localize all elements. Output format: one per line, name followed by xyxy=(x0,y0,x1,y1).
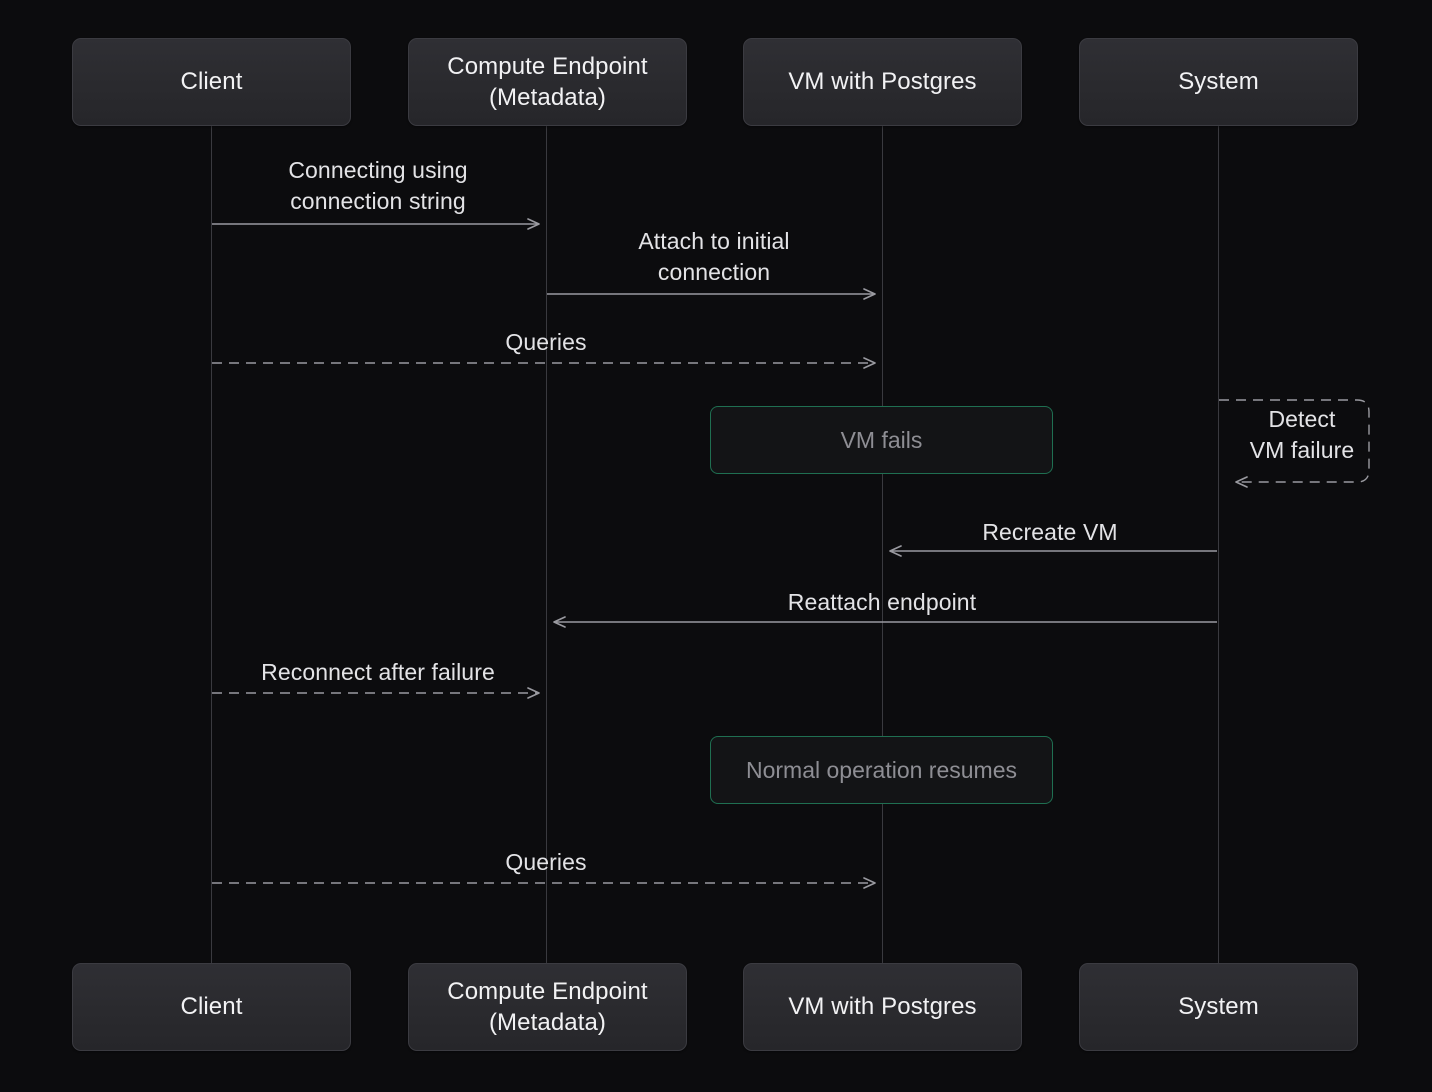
participant-box-system-bottom[interactable]: System xyxy=(1079,963,1358,1051)
note-label-vm-fails: VM fails xyxy=(840,426,923,453)
participant-label-system-top: System xyxy=(1178,68,1259,96)
participant-box-client-bottom[interactable]: Client xyxy=(72,963,351,1051)
participant-label-endpoint-top-line2: (Metadata) xyxy=(488,84,607,111)
lifeline-client xyxy=(211,126,212,968)
participant-label-client-top: Client xyxy=(180,68,243,96)
participant-label-endpoint-top-line1: Compute Endpoint xyxy=(447,52,648,80)
participant-box-client-top[interactable]: Client xyxy=(72,38,351,126)
message-label-detect-vm-failure: Detect VM failure xyxy=(1249,406,1355,463)
lifeline-system xyxy=(1218,126,1219,968)
participant-label-endpoint-bottom-line1: Compute Endpoint xyxy=(447,977,648,1005)
participant-box-endpoint-top[interactable]: Compute Endpoint (Metadata) xyxy=(408,38,687,126)
lifeline-vm xyxy=(882,126,883,968)
participant-box-vm-top[interactable]: VM with Postgres xyxy=(743,38,1022,126)
participant-box-system-top[interactable]: System xyxy=(1079,38,1358,126)
note-label-normal-operation-resumes: Normal operation resumes xyxy=(745,756,1017,783)
message-label-queries-second: Queries xyxy=(505,849,587,875)
note-box-normal-operation-resumes: Normal operation resumes xyxy=(710,736,1053,804)
participant-box-endpoint-bottom[interactable]: Compute Endpoint (Metadata) xyxy=(408,963,687,1051)
message-label-recreate-vm: Recreate VM xyxy=(982,519,1118,545)
participant-label-endpoint-bottom-line2: (Metadata) xyxy=(488,1009,607,1036)
participant-label-client-bottom: Client xyxy=(180,993,243,1021)
message-label-queries-first: Queries xyxy=(505,329,587,355)
message-label-attach-to-initial-connection: Attach to initial connection xyxy=(638,228,790,285)
message-label-reconnect-after-failure: Reconnect after failure xyxy=(261,659,495,685)
participant-label-system-bottom: System xyxy=(1178,993,1259,1021)
participant-box-vm-bottom[interactable]: VM with Postgres xyxy=(743,963,1022,1051)
note-box-vm-fails: VM fails xyxy=(710,406,1053,474)
participant-label-vm-bottom: VM with Postgres xyxy=(788,993,977,1021)
lifeline-endpoint xyxy=(546,126,547,968)
message-label-reattach-endpoint: Reattach endpoint xyxy=(787,589,977,615)
message-label-connecting-using-connection-string: Connecting using connection string xyxy=(288,157,468,214)
participant-label-vm-top: VM with Postgres xyxy=(788,68,977,96)
